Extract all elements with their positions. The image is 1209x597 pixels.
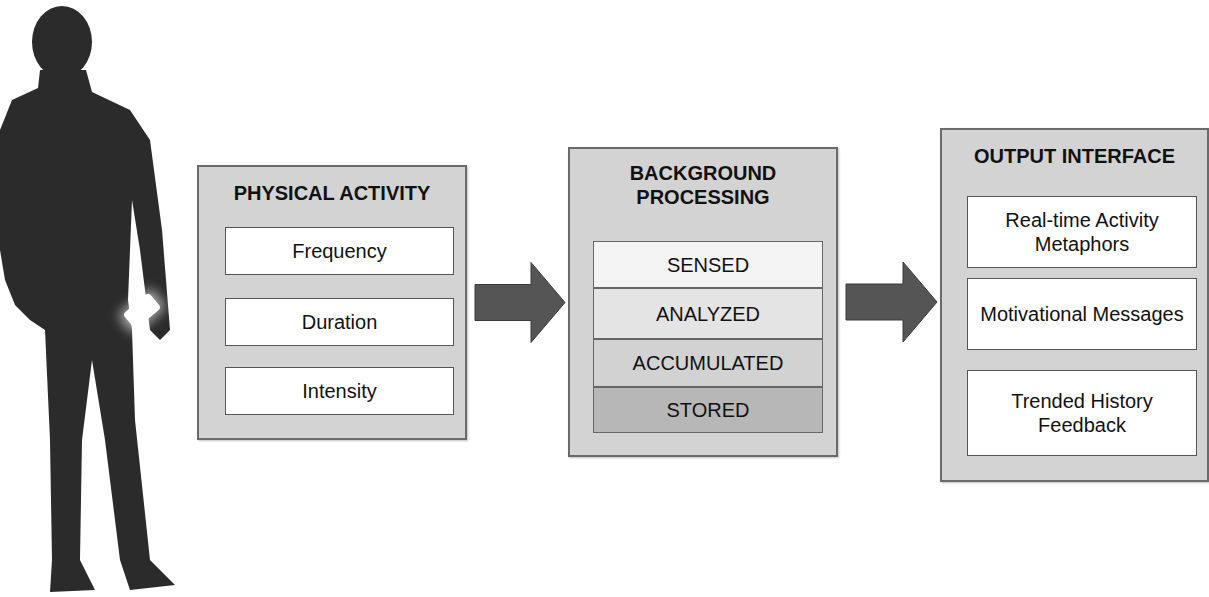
box-label: Intensity bbox=[302, 379, 376, 403]
person-silhouette bbox=[0, 6, 175, 592]
panel-heading: OUTPUT INTERFACE bbox=[946, 144, 1203, 168]
process-box: Duration bbox=[225, 298, 454, 346]
box-label: Real-time Activity Metaphors bbox=[974, 208, 1190, 256]
process-box: Real-time Activity Metaphors bbox=[967, 196, 1197, 268]
panel-heading: PHYSICAL ACTIVITY bbox=[203, 181, 461, 205]
process-box: Frequency bbox=[225, 227, 454, 275]
block-arrow bbox=[846, 262, 937, 342]
box-label: Motivational Messages bbox=[980, 302, 1183, 326]
panel-heading: BACKGROUND PROCESSING bbox=[574, 161, 832, 209]
stage-band: ACCUMULATED bbox=[593, 339, 823, 387]
box-label: Trended History Feedback bbox=[974, 389, 1190, 437]
process-box: Motivational Messages bbox=[967, 278, 1197, 350]
group-panel: PHYSICAL ACTIVITY FrequencyDurationIntens… bbox=[197, 165, 467, 440]
stage-band: ANALYZED bbox=[593, 288, 823, 339]
box-label: Frequency bbox=[292, 239, 387, 263]
box-label: ANALYZED bbox=[656, 302, 760, 326]
group-panel: OUTPUT INTERFACE Real-time Activity Metap… bbox=[940, 128, 1209, 482]
phone-glow bbox=[117, 287, 167, 335]
box-label: SENSED bbox=[667, 253, 749, 277]
stage-band: SENSED bbox=[593, 241, 823, 288]
group-panel: BACKGROUND PROCESSING SENSED ANALYZED ACCUM… bbox=[568, 147, 838, 457]
process-box: Intensity bbox=[225, 367, 454, 415]
process-box: Trended History Feedback bbox=[967, 370, 1197, 456]
box-label: ACCUMULATED bbox=[633, 351, 784, 375]
box-label: Duration bbox=[302, 310, 378, 334]
stage-band: STORED bbox=[593, 387, 823, 433]
block-arrow bbox=[475, 263, 565, 343]
box-label: STORED bbox=[667, 398, 750, 422]
